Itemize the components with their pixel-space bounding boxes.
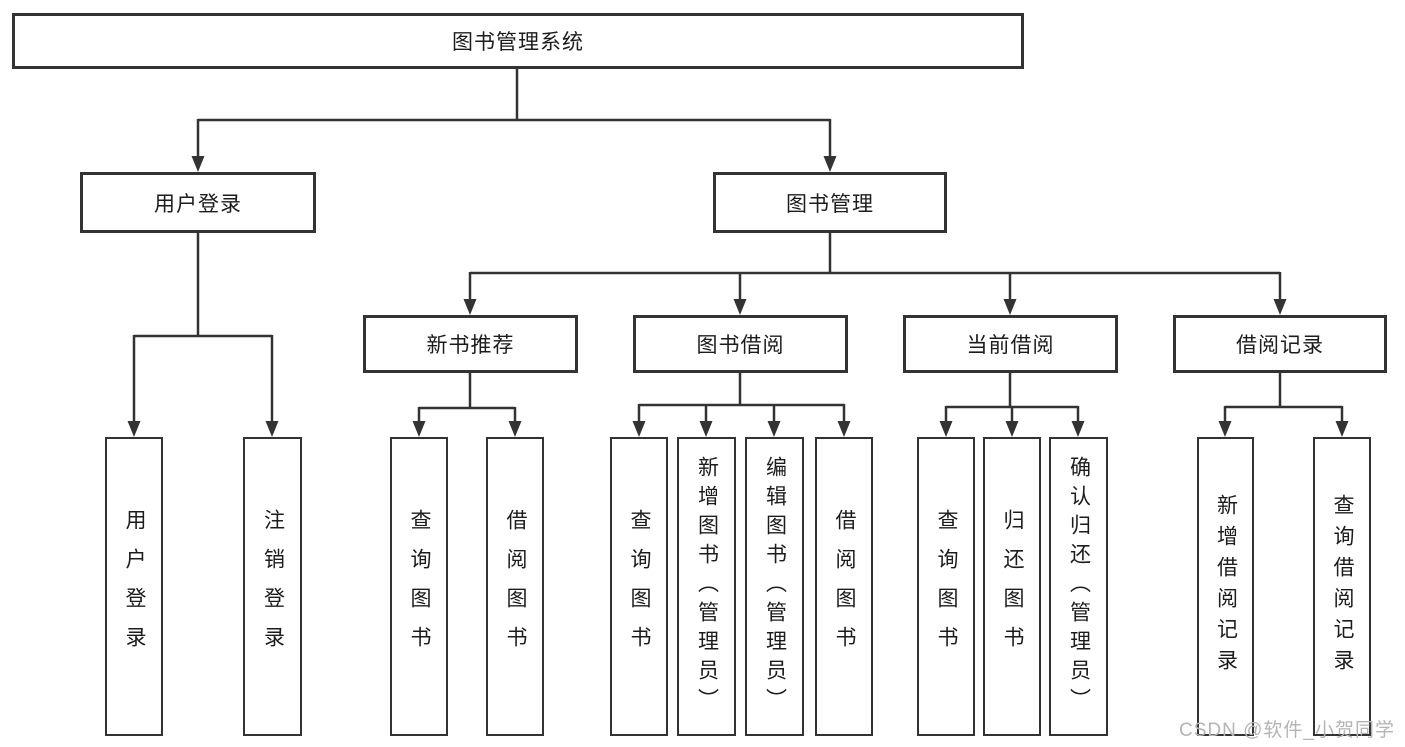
node-book-borrow: 图书借阅 (633, 315, 848, 373)
node-book-management: 图书管理 (713, 172, 947, 233)
node-root-system: 图书管理系统 (12, 13, 1024, 69)
leaf-cb-query-books-label: 查询图书 (935, 508, 958, 665)
leaf-br-query-record-label: 查询借阅记录 (1331, 493, 1354, 680)
node-borrow-records: 借阅记录 (1173, 315, 1387, 373)
leaf-cb-confirm-return-admin: 确认归还（管理员） (1049, 437, 1108, 736)
leaf-user-login: 用户登录 (105, 437, 163, 736)
leaf-br-query-record: 查询借阅记录 (1313, 437, 1371, 736)
leaf-bb-add-books-admin-label: 新增图书（管理员） (695, 456, 719, 717)
leaf-nbr-borrow-books-label: 借阅图书 (504, 508, 527, 665)
leaf-bb-query-books: 查询图书 (610, 437, 668, 736)
leaf-cb-query-books: 查询图书 (917, 437, 975, 736)
node-new-book-recommend: 新书推荐 (363, 315, 578, 373)
leaf-bb-query-books-label: 查询图书 (628, 508, 651, 665)
leaf-logout: 注销登录 (243, 437, 302, 736)
leaf-nbr-query-books: 查询图书 (390, 437, 448, 736)
tree-edges (132, 69, 1344, 425)
leaf-cb-return-books: 归还图书 (983, 437, 1041, 736)
arrowhead-icons (127, 156, 1349, 437)
leaf-bb-edit-books-admin-label: 编辑图书（管理员） (763, 456, 787, 717)
leaf-nbr-borrow-books: 借阅图书 (486, 437, 544, 736)
csdn-watermark: CSDN @软件_小贺同学 (1179, 720, 1395, 741)
leaf-user-login-label: 用户登录 (123, 508, 146, 665)
leaf-logout-label: 注销登录 (261, 508, 285, 665)
leaf-br-add-record-label: 新增借阅记录 (1214, 493, 1238, 680)
leaf-br-add-record: 新增借阅记录 (1197, 437, 1254, 736)
leaf-cb-confirm-return-admin-label: 确认归还（管理员） (1067, 456, 1091, 717)
node-current-borrow: 当前借阅 (903, 315, 1118, 373)
leaf-bb-add-books-admin: 新增图书（管理员） (677, 437, 736, 736)
leaf-nbr-query-books-label: 查询图书 (408, 508, 431, 665)
leaf-bb-borrow-books: 借阅图书 (815, 437, 873, 736)
leaf-cb-return-books-label: 归还图书 (1001, 508, 1024, 665)
leaf-bb-borrow-books-label: 借阅图书 (833, 508, 856, 665)
leaf-bb-edit-books-admin: 编辑图书（管理员） (745, 437, 804, 736)
node-user-login: 用户登录 (80, 172, 316, 233)
